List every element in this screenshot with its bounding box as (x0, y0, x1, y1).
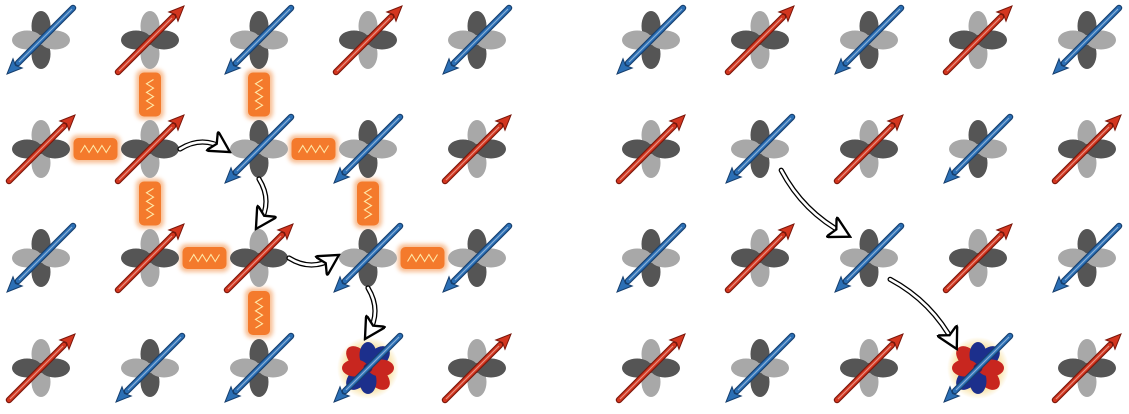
d-orbital-icon (441, 333, 512, 404)
hop-layer (177, 142, 954, 344)
d-orbital-icon (1052, 4, 1123, 75)
d-orbital-icon (833, 333, 904, 404)
d-orbital-icon (1051, 114, 1122, 185)
curved-hop-arrow-icon (177, 142, 225, 149)
magnon-layer (70, 69, 448, 338)
d-orbital-icon (6, 222, 77, 293)
spin-arrow-icon (725, 113, 796, 184)
magnon-spring-icon (397, 244, 448, 272)
d-orbital-icon (833, 114, 904, 185)
spin-arrow-icon (834, 222, 905, 293)
magnon-spring-icon (245, 288, 273, 338)
spin-arrow-icon (833, 333, 904, 404)
spin-arrow-icon (223, 223, 294, 294)
spin-arrow-icon (224, 4, 295, 75)
spin-arrow-icon (441, 114, 512, 185)
spin-arrow-icon (114, 223, 185, 294)
d-orbital-icon (834, 222, 905, 293)
d-orbital-icon (942, 223, 1013, 294)
d-orbital-icon (114, 223, 185, 294)
d-orbital-icon (5, 114, 76, 185)
d-orbital-icon (725, 332, 796, 403)
hole-orbital-icon (943, 332, 1014, 403)
d-orbital-icon (442, 4, 513, 75)
curved-hop-arrow-icon (778, 167, 845, 234)
spin-arrow-icon (725, 332, 796, 403)
spin-arrow-icon (942, 5, 1013, 76)
d-orbital-icon (1052, 222, 1123, 293)
d-orbital-icon (5, 333, 76, 404)
spin-arrow-icon (616, 222, 687, 293)
spin-arrow-icon (834, 4, 905, 75)
spin-arrow-icon (724, 5, 795, 76)
spin-arrow-icon (943, 113, 1014, 184)
spin-arrow-icon (615, 114, 686, 185)
magnon-spring-icon (179, 244, 230, 272)
spin-arrow-icon (224, 332, 295, 403)
d-orbital-icon (224, 113, 295, 184)
spin-arrow-icon (1051, 333, 1122, 404)
magnon-spring-icon (354, 178, 382, 229)
d-orbital-icon (115, 332, 186, 403)
d-orbital-icon (725, 113, 796, 184)
d-orbital-icon (114, 5, 185, 76)
d-orbital-icon (616, 222, 687, 293)
d-orbital-icon (615, 114, 686, 185)
d-orbital-icon (834, 4, 905, 75)
d-orbital-icon (616, 4, 687, 75)
spin-arrow-icon (333, 113, 404, 184)
d-orbital-icon (724, 223, 795, 294)
d-orbital-icon (442, 222, 513, 293)
d-orbital-icon (6, 4, 77, 75)
spin-arrow-icon (224, 113, 295, 184)
d-orbital-icon (224, 4, 295, 75)
d-orbital-icon (615, 333, 686, 404)
spin-arrow-icon (942, 223, 1013, 294)
d-orbital-icon (223, 223, 294, 294)
spin-arrow-icon (442, 222, 513, 293)
spin-arrow-icon (333, 222, 404, 293)
d-orbital-icon (333, 113, 404, 184)
spin-arrow-icon (6, 4, 77, 75)
magnon-spring-icon (288, 135, 339, 163)
spin-arrow-icon (1051, 114, 1122, 185)
magnon-spring-icon (245, 69, 273, 120)
d-orbital-icon (333, 222, 404, 293)
d-orbital-icon (943, 113, 1014, 184)
spin-arrow-icon (5, 114, 76, 185)
spin-arrow-icon (616, 4, 687, 75)
curved-hop-arrow-icon (286, 258, 334, 265)
curved-hop-arrow-icon (887, 276, 954, 344)
d-orbital-icon (114, 114, 185, 185)
site-layer (5, 4, 1123, 404)
spin-arrow-icon (5, 333, 76, 404)
spin-arrow-icon (724, 223, 795, 294)
d-orbital-icon (441, 114, 512, 185)
spin-arrow-icon (332, 5, 403, 76)
spin-arrow-icon (6, 222, 77, 293)
spin-arrow-icon (115, 332, 186, 403)
curved-hop-arrow-icon (259, 176, 266, 224)
spin-arrow-icon (615, 333, 686, 404)
spin-arrow-icon (442, 4, 513, 75)
d-orbital-icon (332, 5, 403, 76)
spin-arrow-icon (114, 5, 185, 76)
d-orbital-icon (1051, 333, 1122, 404)
magnon-spring-icon (136, 69, 164, 120)
magnon-spring-icon (136, 178, 164, 229)
d-orbital-icon (224, 332, 295, 403)
spin-arrow-icon (441, 333, 512, 404)
spin-arrow-icon (114, 114, 185, 185)
spin-arrow-icon (833, 114, 904, 185)
magnon-spring-icon (70, 135, 121, 163)
hole-orbital-icon (333, 332, 404, 403)
spin-arrow-icon (1052, 222, 1123, 293)
spin-arrow-icon (1052, 4, 1123, 75)
d-orbital-icon (724, 5, 795, 76)
curved-hop-arrow-icon (368, 285, 375, 334)
d-orbital-icon (942, 5, 1013, 76)
